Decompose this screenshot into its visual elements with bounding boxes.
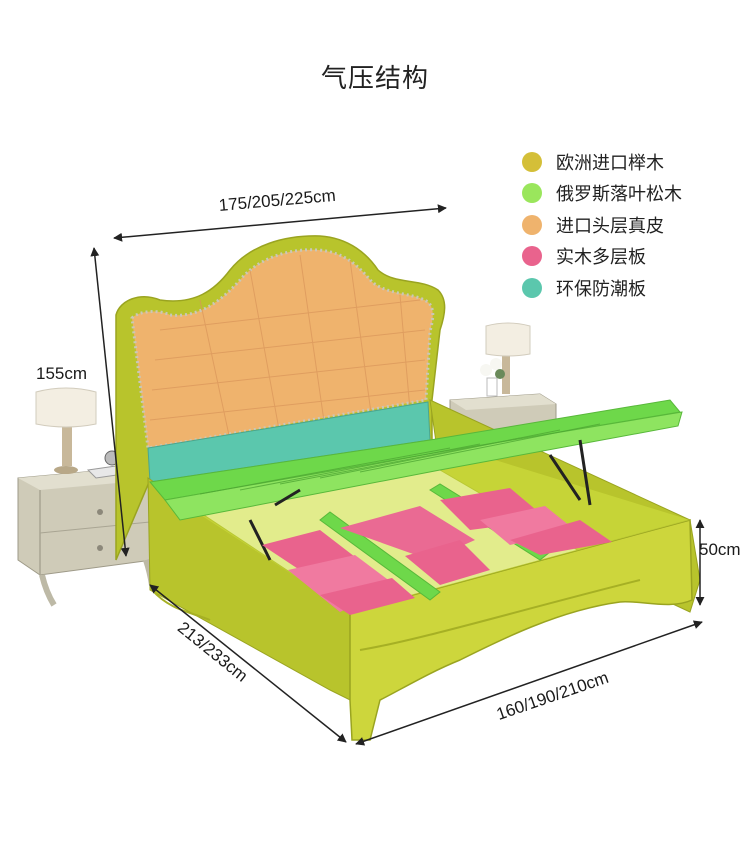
material-legend: 欧洲进口榉木 俄罗斯落叶松木 进口头层真皮 实木多层板 环保防潮板 (522, 146, 742, 304)
bed-width-line (355, 620, 703, 746)
headboard-width-line (113, 204, 447, 242)
headboard-height-label: 155cm (36, 364, 88, 383)
legend-dot (522, 183, 542, 204)
legend-dot (522, 277, 542, 298)
page-title: 气压结构 (320, 64, 429, 94)
bed-length-line (149, 584, 347, 743)
legend-label: 欧洲进口榉木 (556, 152, 664, 174)
legend-item: 进口头层真皮 (522, 209, 742, 241)
legend-dot (522, 151, 542, 172)
legend-item: 俄罗斯落叶松木 (522, 178, 742, 210)
headboard-height-line (90, 247, 130, 557)
legend-dot (522, 214, 542, 235)
frame-height-label: 50cm (699, 540, 741, 559)
headboard (115, 235, 446, 561)
legend-dot (522, 246, 542, 267)
legend-label: 俄罗斯落叶松木 (556, 184, 682, 206)
legend-label: 进口头层真皮 (556, 215, 664, 237)
storage-interior (149, 399, 690, 615)
flower-vase (480, 358, 505, 397)
legend-item: 环保防潮板 (522, 272, 742, 304)
legend-item: 实木多层板 (522, 241, 742, 273)
legend-label: 实木多层板 (556, 247, 646, 269)
legend-label: 环保防潮板 (556, 278, 646, 300)
legend-item: 欧洲进口榉木 (522, 146, 742, 178)
dimension-lines (90, 204, 705, 746)
